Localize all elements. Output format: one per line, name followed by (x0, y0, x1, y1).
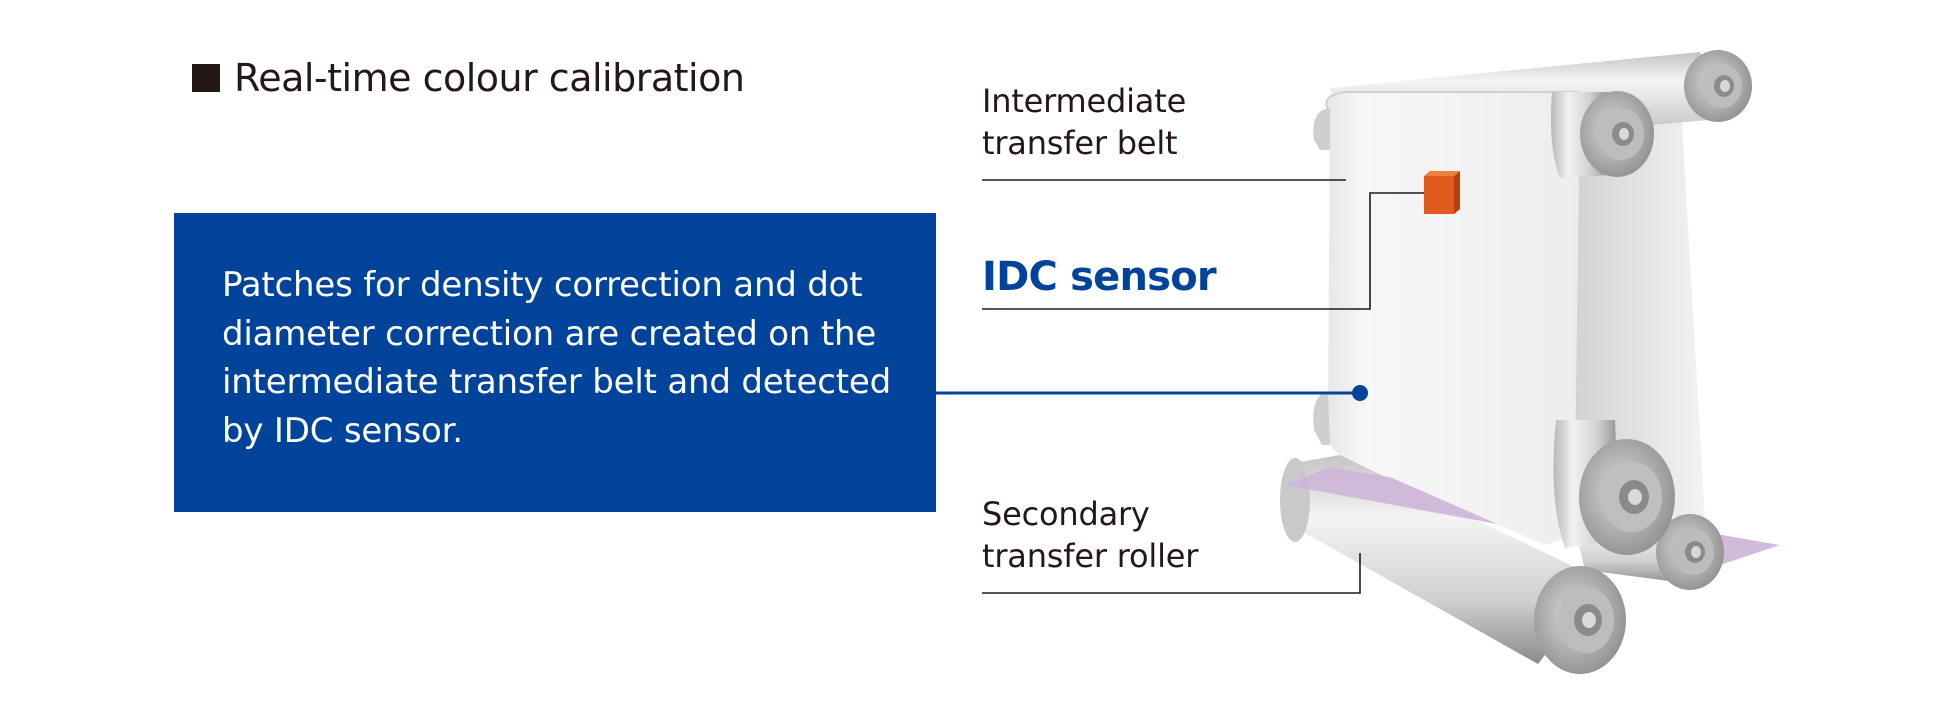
label-secondary-transfer-roller: Secondary transfer roller (982, 493, 1198, 577)
sensor-leader-line (982, 192, 1424, 310)
belt-back-surface (1560, 90, 1705, 520)
label-line: Secondary (982, 495, 1150, 533)
description-connector-dot (1352, 385, 1368, 401)
description-line: intermediate transfer belt and detected (222, 362, 891, 402)
heading-bullet-square (192, 64, 220, 92)
roller-leader-line (982, 553, 1361, 594)
label-idc-sensor: IDC sensor (982, 254, 1217, 300)
label-line: transfer belt (982, 124, 1178, 162)
top-front-roller (1551, 91, 1654, 178)
bottom-front-roller (1553, 420, 1675, 555)
description-line: Patches for density correction and dot (222, 265, 863, 305)
section-heading: Real-time colour calibration (192, 56, 745, 100)
label-line: transfer roller (982, 537, 1199, 575)
idc-sensor-cube (1424, 171, 1460, 214)
description-line: by IDC sensor. (222, 410, 463, 451)
label-intermediate-transfer-belt: Intermediate transfer belt (982, 80, 1186, 164)
secondary-roller-cap (1534, 566, 1626, 674)
heading-text: Real-time colour calibration (234, 56, 745, 100)
description-box: Patches for density correction and dot d… (174, 213, 936, 512)
label-line: Intermediate (982, 82, 1187, 120)
description-line: diameter correction are created on the (222, 313, 877, 354)
description-text: Patches for density correction and dot d… (222, 261, 896, 455)
intermediate-transfer-belt (1326, 92, 1580, 545)
